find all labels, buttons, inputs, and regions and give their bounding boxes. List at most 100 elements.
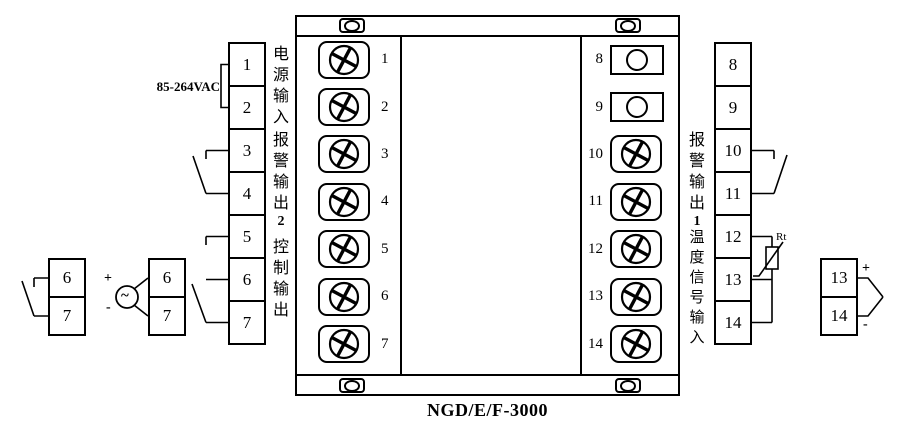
terminal-number: 4	[381, 193, 389, 210]
thermistor-strike	[753, 241, 784, 277]
terminal-number: 13	[588, 288, 603, 305]
device-bottom-strip	[297, 374, 678, 394]
terminal-number-cell: 5	[228, 214, 266, 259]
terminal-number-cell: 2	[228, 85, 266, 130]
screw-icon	[620, 281, 652, 312]
terminal-number-cell: 10	[714, 128, 752, 173]
terminal-number-cell: 7	[48, 296, 86, 336]
device-terminal-row: 14	[585, 320, 664, 367]
terminal-number-cell: 14	[820, 296, 858, 336]
terminal-number: 2	[381, 98, 389, 115]
thermistor-label: Rt	[776, 231, 787, 243]
screw-terminal	[610, 230, 662, 269]
screw-terminal	[318, 277, 370, 316]
mounting-ear	[615, 378, 641, 393]
screw-icon	[620, 234, 652, 265]
thermocouple-symbol	[858, 277, 884, 317]
hole-terminal	[610, 44, 664, 75]
terminal-number-cell: 11	[714, 171, 752, 216]
terminal-number: 3	[381, 145, 389, 162]
label-alarm-output-1-number: 1	[693, 214, 701, 229]
minus-sign: -	[863, 317, 868, 332]
screw-icon	[328, 44, 360, 75]
terminal-number-cell: 12	[714, 214, 752, 259]
device-terminal-row: 13	[585, 273, 664, 320]
device-terminal-row: 10	[585, 131, 664, 178]
device-terminal-row: 1	[318, 36, 389, 83]
screw-terminal	[318, 40, 370, 79]
screw-icon	[620, 186, 652, 217]
device-terminal-row: 11	[585, 178, 664, 225]
control-switch-symbol	[191, 235, 228, 324]
label-alarm-output-2-number: 2	[277, 214, 285, 229]
device-terminal-row: 8	[585, 36, 664, 83]
ear-hole	[344, 379, 360, 392]
label-temp-signal-input: 温度信号输入	[689, 230, 705, 346]
screw-terminal	[318, 325, 370, 364]
ac-wave-sign: ~	[121, 288, 129, 304]
terminal-number-cell: 9	[714, 85, 752, 130]
terminal-number-cell: 6	[228, 257, 266, 302]
ear-hole	[620, 19, 636, 32]
screw-icon	[328, 186, 360, 217]
screw-icon	[328, 328, 360, 360]
device-terminal-row: 2	[318, 83, 389, 130]
terminal-number-cell: 13	[714, 257, 752, 302]
label-alarm-output-1: 报警输出	[688, 132, 705, 212]
label-alarm-output-2: 报警输出	[272, 132, 289, 212]
terminal-number: 9	[595, 98, 604, 115]
terminal-number-cell: 6	[48, 258, 86, 298]
screw-terminal	[610, 135, 662, 174]
mounting-ear	[339, 18, 365, 33]
terminal-number: 12	[588, 240, 603, 257]
terminal-number: 5	[381, 240, 389, 257]
device-terminal-row: 7	[318, 320, 389, 367]
hole-icon	[626, 48, 648, 71]
terminal-number-cell: 7	[228, 300, 266, 345]
terminal-number: 8	[595, 51, 604, 68]
hole-icon	[626, 96, 648, 119]
terminal-number-cell: 7	[148, 296, 186, 336]
terminal-number-cell: 8	[714, 42, 752, 87]
screw-terminal	[610, 182, 662, 221]
aux-switch-symbol	[21, 277, 48, 317]
device-top-strip	[297, 17, 678, 37]
screw-icon	[328, 281, 360, 312]
ac-source-circle	[115, 285, 139, 309]
screw-terminal	[318, 135, 370, 174]
screw-terminal	[610, 325, 662, 364]
screw-terminal	[318, 230, 370, 269]
screw-terminal	[318, 88, 370, 127]
device-terminal-row: 12	[585, 226, 664, 273]
thermistor-wires	[752, 235, 773, 324]
ac-source-wires	[133, 277, 149, 317]
mounting-ear	[339, 378, 365, 393]
device-terminal-row: 9	[585, 83, 664, 130]
screw-icon	[328, 91, 360, 123]
screw-icon	[328, 234, 360, 265]
terminal-number: 14	[588, 335, 603, 352]
terminal-number-cell: 1	[228, 42, 266, 87]
minus-sign: -	[106, 300, 111, 315]
screw-icon	[620, 328, 652, 360]
device-terminal-row: 3	[318, 131, 389, 178]
terminal-number-cell: 6	[148, 258, 186, 298]
model-label: NGD/E/F-3000	[427, 400, 548, 420]
device-terminal-row: 4	[318, 178, 389, 225]
device-panel-divider-left	[400, 37, 402, 374]
screw-terminal	[318, 182, 370, 221]
plus-sign: +	[104, 271, 112, 286]
alarm2-switch-symbol	[192, 149, 228, 195]
device-terminal-row: 6	[318, 273, 389, 320]
terminal-number: 10	[588, 145, 603, 162]
screw-icon	[620, 139, 652, 170]
terminal-number: 11	[588, 193, 603, 210]
